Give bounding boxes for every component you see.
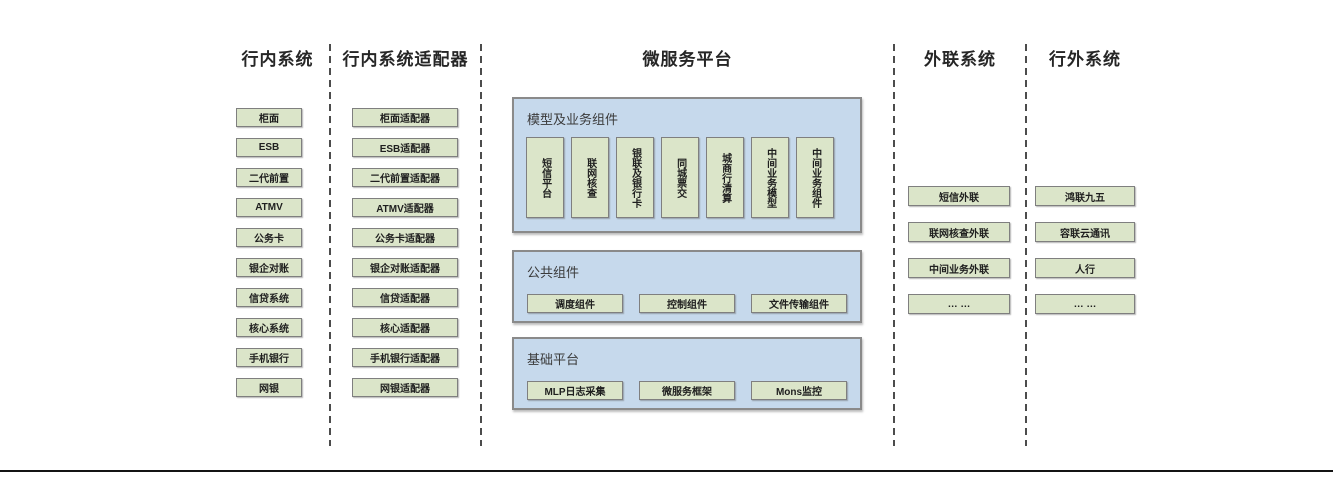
header-internal-adapters: 行内系统适配器 — [342, 50, 469, 69]
divider-dashed-3 — [893, 44, 895, 446]
adapter-box: 二代前置适配器 — [352, 168, 458, 187]
component-box: 短信平台 — [526, 137, 564, 218]
adapter-box: 银企对账适配器 — [352, 258, 458, 277]
model-components-row: 短信平台 联网核查 银联及银行卡 同城票交 城商行清算 中间业务模型 中间业务组… — [514, 137, 860, 218]
section-base-platform: 基础平台 MLP日志采集 微服务框架 Mons监控 — [512, 337, 862, 410]
component-box: 控制组件 — [639, 294, 735, 313]
component-box: 微服务框架 — [639, 381, 735, 400]
divider-dashed-4 — [1025, 44, 1027, 446]
adapter-box: ATMV适配器 — [352, 198, 458, 217]
adapters-list: 柜面适配器 ESB适配器 二代前置适配器 ATMV适配器 公务卡适配器 银企对账… — [352, 108, 458, 408]
system-box: 公务卡 — [236, 228, 302, 247]
adapter-box: 公务卡适配器 — [352, 228, 458, 247]
header-microservice-platform: 微服务平台 — [642, 50, 733, 69]
external-link-box: 短信外联 — [908, 186, 1010, 206]
component-box: MLP日志采集 — [527, 381, 623, 400]
outside-systems-list: 鸿联九五 容联云通讯 人行 … … — [1035, 186, 1135, 330]
system-box: 信贷系统 — [236, 288, 302, 307]
outside-system-box: … … — [1035, 294, 1135, 314]
divider-dashed-2 — [480, 44, 482, 446]
header-internal-systems: 行内系统 — [241, 50, 314, 69]
system-box: 核心系统 — [236, 318, 302, 337]
section-title: 模型及业务组件 — [527, 112, 619, 127]
divider-dashed-1 — [329, 44, 331, 446]
header-external-link-systems: 外联系统 — [924, 50, 996, 69]
section-title: 基础平台 — [527, 352, 580, 367]
bottom-border-line — [0, 470, 1333, 472]
component-box: 城商行清算 — [706, 137, 744, 218]
external-link-box: … … — [908, 294, 1010, 314]
section-model-business-components: 模型及业务组件 短信平台 联网核查 银联及银行卡 同城票交 城商行清算 中间业务… — [512, 97, 862, 233]
external-link-box: 联网核查外联 — [908, 222, 1010, 242]
component-box: 联网核查 — [571, 137, 609, 218]
header-outside-systems: 行外系统 — [1049, 50, 1121, 69]
system-box: 银企对账 — [236, 258, 302, 277]
outside-system-box: 鸿联九五 — [1035, 186, 1135, 206]
system-box: 柜面 — [236, 108, 302, 127]
adapter-box: ESB适配器 — [352, 138, 458, 157]
component-box: 同城票交 — [661, 137, 699, 218]
system-box: 网银 — [236, 378, 302, 397]
adapter-box: 手机银行适配器 — [352, 348, 458, 367]
component-box: 中间业务组件 — [796, 137, 834, 218]
component-box: Mons监控 — [751, 381, 847, 400]
component-box: 银联及银行卡 — [616, 137, 654, 218]
system-box: 二代前置 — [236, 168, 302, 187]
adapter-box: 信贷适配器 — [352, 288, 458, 307]
internal-systems-list: 柜面 ESB 二代前置 ATMV 公务卡 银企对账 信贷系统 核心系统 手机银行… — [236, 108, 302, 408]
component-box: 调度组件 — [527, 294, 623, 313]
section-title: 公共组件 — [527, 265, 580, 280]
outside-system-box: 人行 — [1035, 258, 1135, 278]
adapter-box: 核心适配器 — [352, 318, 458, 337]
component-box: 文件传输组件 — [751, 294, 847, 313]
system-box: 手机银行 — [236, 348, 302, 367]
common-components-row: 调度组件 控制组件 文件传输组件 — [514, 294, 860, 313]
adapter-box: 柜面适配器 — [352, 108, 458, 127]
section-common-components: 公共组件 调度组件 控制组件 文件传输组件 — [512, 250, 862, 323]
adapter-box: 网银适配器 — [352, 378, 458, 397]
outside-system-box: 容联云通讯 — [1035, 222, 1135, 242]
component-box: 中间业务模型 — [751, 137, 789, 218]
external-link-box: 中间业务外联 — [908, 258, 1010, 278]
base-platform-row: MLP日志采集 微服务框架 Mons监控 — [514, 381, 860, 400]
system-box: ATMV — [236, 198, 302, 217]
system-box: ESB — [236, 138, 302, 157]
external-link-list: 短信外联 联网核查外联 中间业务外联 … … — [908, 186, 1010, 330]
